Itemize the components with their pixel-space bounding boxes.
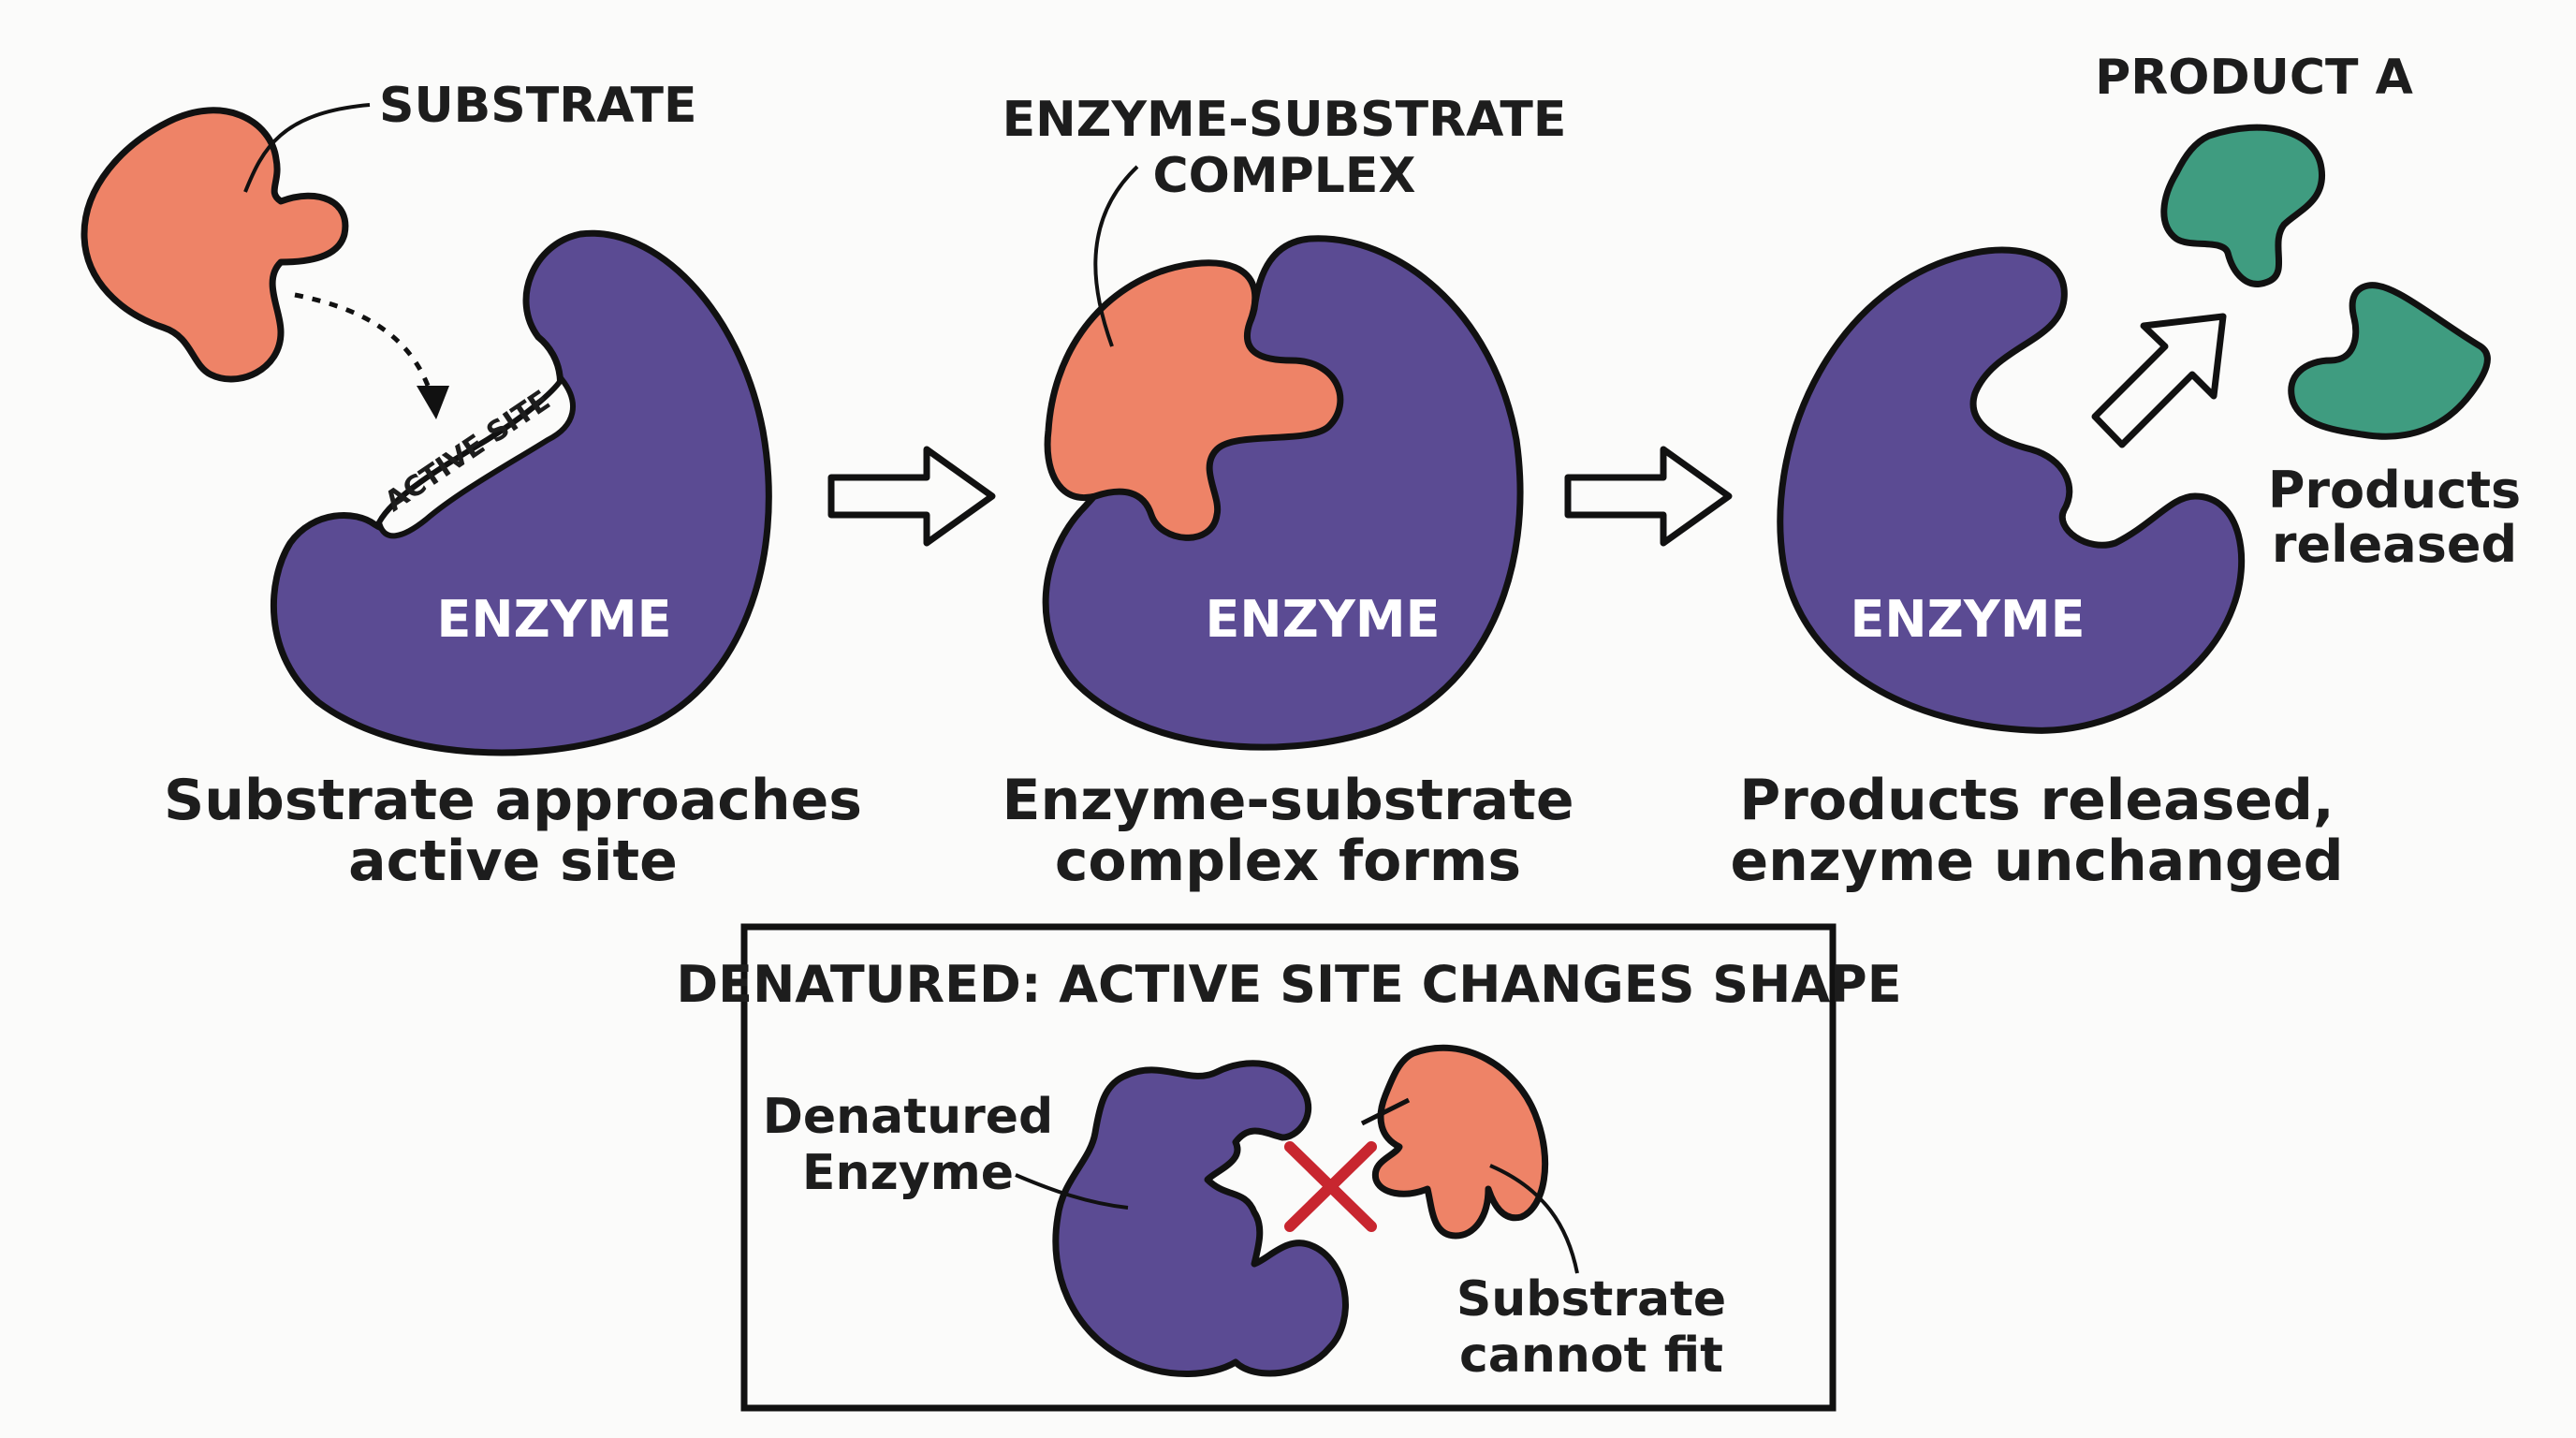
stage-2: ENZYME-SUBSTRATE COMPLEX ENZYME Enzyme-s…: [1002, 92, 1573, 894]
denatured-substrate-shape: [1371, 1044, 1549, 1240]
stage-1: ACTIVE SITE ENZYME SUBSTRATE Substrate a…: [80, 78, 862, 894]
denatured-enzyme-leader: [1015, 1173, 1129, 1210]
stage-2-caption-line-1: Enzyme-substrate: [1002, 768, 1573, 833]
stage-3: ENZYME PRODUCT A Products released Produ…: [1730, 50, 2521, 894]
stage-1-caption-line-2: active site: [348, 829, 678, 894]
enzyme-shape-3: [1777, 246, 2246, 734]
complex-leader-line: [1093, 165, 1139, 347]
substrate-cannot-fit-line-1: Substrate: [1456, 1271, 1726, 1328]
substrate-cannot-fit-leader: [1489, 1164, 1579, 1274]
substrate-approach-stub: [1360, 1097, 1411, 1126]
denatured-enzyme-shape: [1052, 1060, 1349, 1377]
active-site-notch: [375, 374, 576, 539]
product-a-shape: [2160, 124, 2325, 287]
denatured-enzyme-label-line-2: Enzyme: [802, 1145, 1014, 1201]
substrate-cannot-fit-line-2: cannot fit: [1459, 1328, 1723, 1384]
complex-label-line-1: ENZYME-SUBSTRATE: [1003, 92, 1567, 148]
products-released-line-1: Products: [2268, 461, 2521, 520]
right-arrow-icon: [1564, 446, 1733, 547]
product-b-shape: [2288, 282, 2491, 440]
stage-3-caption-line-2: enzyme unchanged: [1730, 829, 2343, 894]
denatured-panel: DENATURED: ACTIVE SITE CHANGES SHAPE Den…: [676, 923, 1902, 1412]
approach-dotted-arrow: [294, 292, 433, 394]
stage-3-caption-line-1: Products released,: [1739, 768, 2334, 833]
cross-mark-icon: [1284, 1141, 1377, 1232]
denatured-enzyme-label-line-1: Denatured: [763, 1089, 1054, 1145]
enzyme-label-1: ENZYME: [437, 590, 672, 649]
right-arrow-icon: [827, 446, 996, 547]
substrate-shape-2: [1044, 259, 1344, 541]
approach-arrow-head: [417, 386, 449, 419]
substrate-leader-line: [243, 103, 371, 193]
substrate-shape-1: [80, 107, 349, 383]
denatured-panel-title: DENATURED: ACTIVE SITE CHANGES SHAPE: [676, 955, 1901, 1014]
stage-1-caption-line-1: Substrate approaches: [164, 768, 862, 833]
product-a-label: PRODUCT A: [2095, 50, 2413, 106]
products-released-line-2: released: [2272, 515, 2517, 574]
enzyme-label-3: ENZYME: [1851, 590, 2086, 649]
diagonal-arrow-icon: [2091, 313, 2227, 448]
substrate-label: SUBSTRATE: [379, 78, 696, 134]
complex-label-line-2: COMPLEX: [1153, 148, 1416, 204]
enzyme-label-2: ENZYME: [1206, 590, 1441, 649]
stage-2-caption-line-2: complex forms: [1055, 829, 1521, 894]
